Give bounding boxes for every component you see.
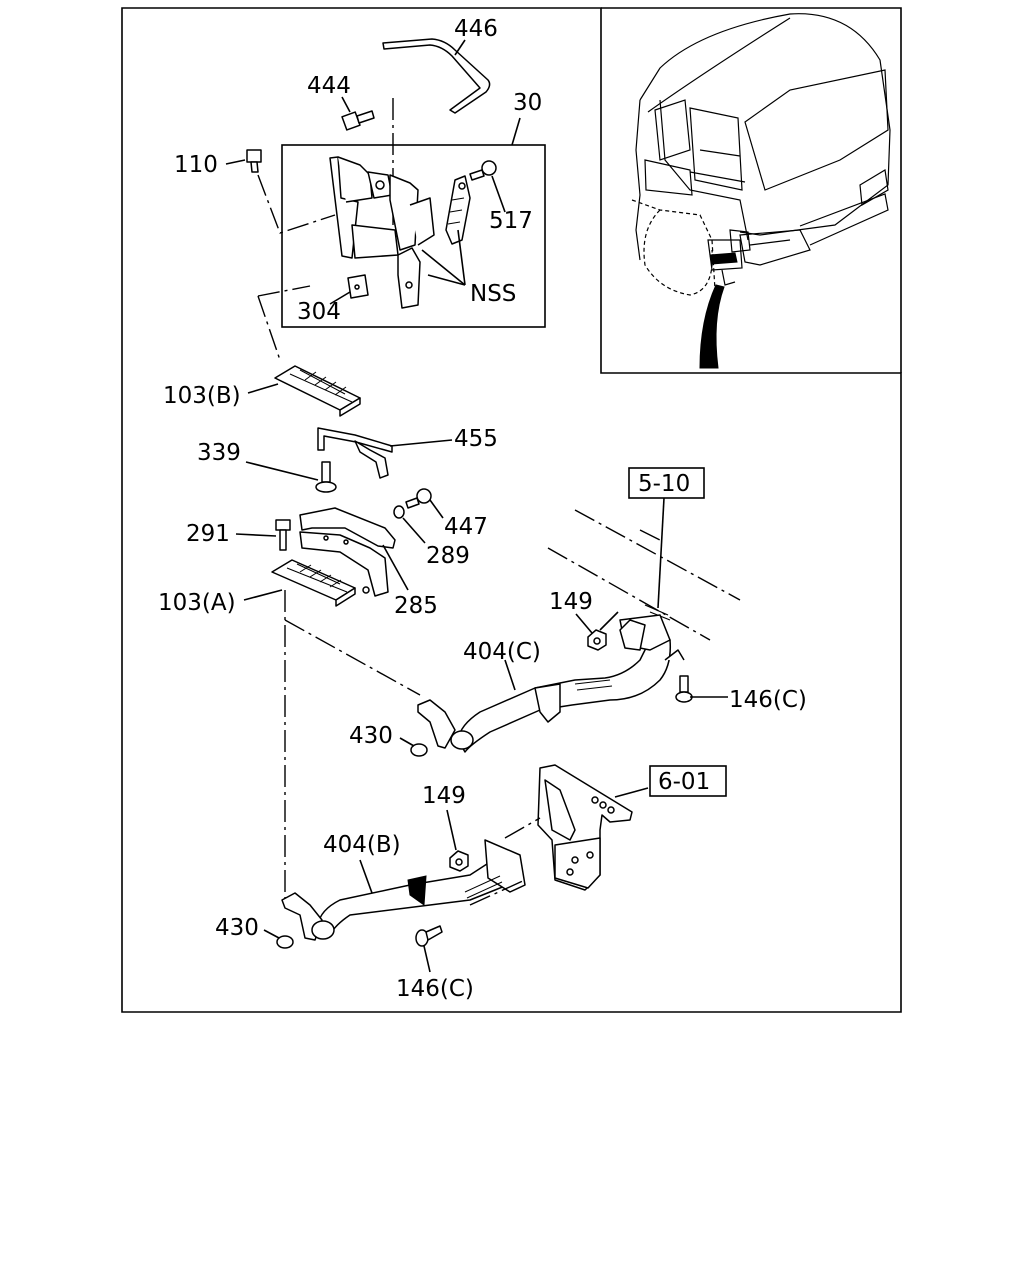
- ref-box-5-10: [628, 467, 705, 499]
- part-289-washer: [393, 505, 405, 519]
- callout-517: 517: [489, 208, 533, 234]
- callout-146c-lower: 146(C): [396, 976, 474, 1002]
- part-339-pin: [315, 461, 337, 493]
- assembly-box-30: [281, 144, 546, 328]
- callout-339: 339: [197, 440, 241, 466]
- callout-291: 291: [186, 521, 230, 547]
- part-291-bolt: [275, 519, 291, 551]
- callout-447: 447: [444, 514, 488, 540]
- callout-404c: 404(C): [463, 639, 541, 665]
- part-446-rod: [382, 38, 491, 114]
- part-444-bolt: [341, 110, 375, 131]
- ref-label-5-10: 5-10: [638, 471, 690, 497]
- part-146c-bolt-lower: [415, 925, 443, 947]
- callout-149-lower: 149: [422, 783, 466, 809]
- part-146c-bolt-upper: [675, 675, 693, 703]
- callout-404b: 404(B): [323, 832, 401, 858]
- part-nss-strip: [445, 175, 471, 245]
- part-455-bracket: [317, 427, 393, 479]
- part-304-clip: [347, 274, 369, 299]
- inset-frame: [601, 7, 902, 373]
- callout-289: 289: [426, 543, 470, 569]
- part-447-bolt: [405, 488, 432, 509]
- callout-110: 110: [174, 152, 218, 178]
- callout-285: 285: [394, 593, 438, 619]
- part-103a-step: [271, 559, 356, 607]
- part-430-nut-lower: [276, 935, 294, 949]
- callout-444: 444: [307, 73, 351, 99]
- ref-box-6-01: [649, 765, 727, 797]
- callout-430-upper: 430: [349, 723, 393, 749]
- bracket-6-01: [537, 764, 633, 891]
- ref-label-6-01: 6-01: [658, 769, 710, 795]
- callout-30: 30: [513, 90, 542, 116]
- callout-304: 304: [297, 299, 341, 325]
- part-430-nut-upper: [410, 743, 428, 757]
- part-30-bracket-assembly: [329, 156, 435, 309]
- part-149-nut-upper: [587, 629, 607, 651]
- callout-430-lower: 430: [215, 915, 259, 941]
- frame-rail: [547, 509, 741, 641]
- callout-149-upper: 149: [549, 589, 593, 615]
- part-517-bolt: [469, 160, 497, 181]
- part-404b-stay: [281, 839, 526, 941]
- callout-103a: 103(A): [158, 590, 236, 616]
- part-285-bracket: [299, 507, 396, 597]
- callout-446: 446: [454, 16, 498, 42]
- callout-nss: NSS: [470, 281, 516, 307]
- callout-103b: 103(B): [163, 383, 241, 409]
- callout-455: 455: [454, 426, 498, 452]
- callout-146c-upper: 146(C): [729, 687, 807, 713]
- part-110-bolt: [246, 149, 262, 173]
- part-404c-stay: [417, 614, 685, 753]
- truck-cab-inset: [631, 13, 891, 369]
- part-103b-step: [274, 365, 361, 417]
- part-149-nut-lower: [449, 850, 469, 872]
